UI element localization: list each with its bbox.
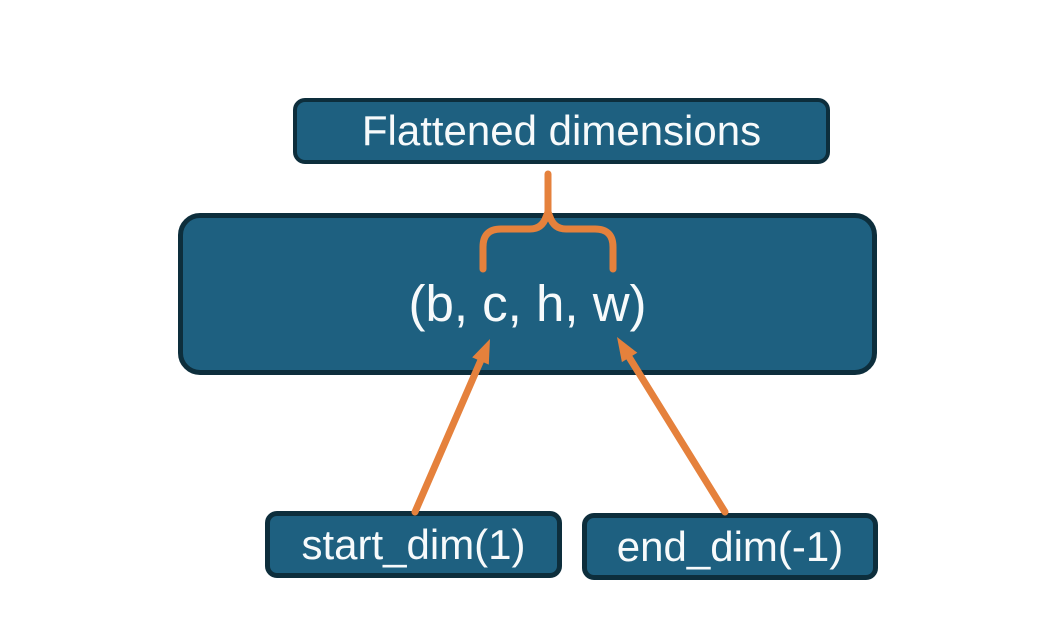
tensor-shape-box: (b, c, h, w) (178, 213, 877, 375)
start-dim-label: start_dim(1) (301, 520, 526, 568)
end-dim-label: end_dim(-1) (616, 522, 844, 570)
end-dim-arrow-shaft (625, 353, 729, 516)
end-dim-box: end_dim(-1) (582, 513, 878, 580)
flattened-dimensions-label: Flattened dimensions (361, 107, 762, 154)
start-dim-arrow-shaft (411, 356, 485, 516)
start-dim-box: start_dim(1) (265, 511, 562, 578)
tensor-shape-label: (b, c, h, w) (408, 274, 647, 332)
flattened-dimensions-box: Flattened dimensions (293, 98, 830, 164)
